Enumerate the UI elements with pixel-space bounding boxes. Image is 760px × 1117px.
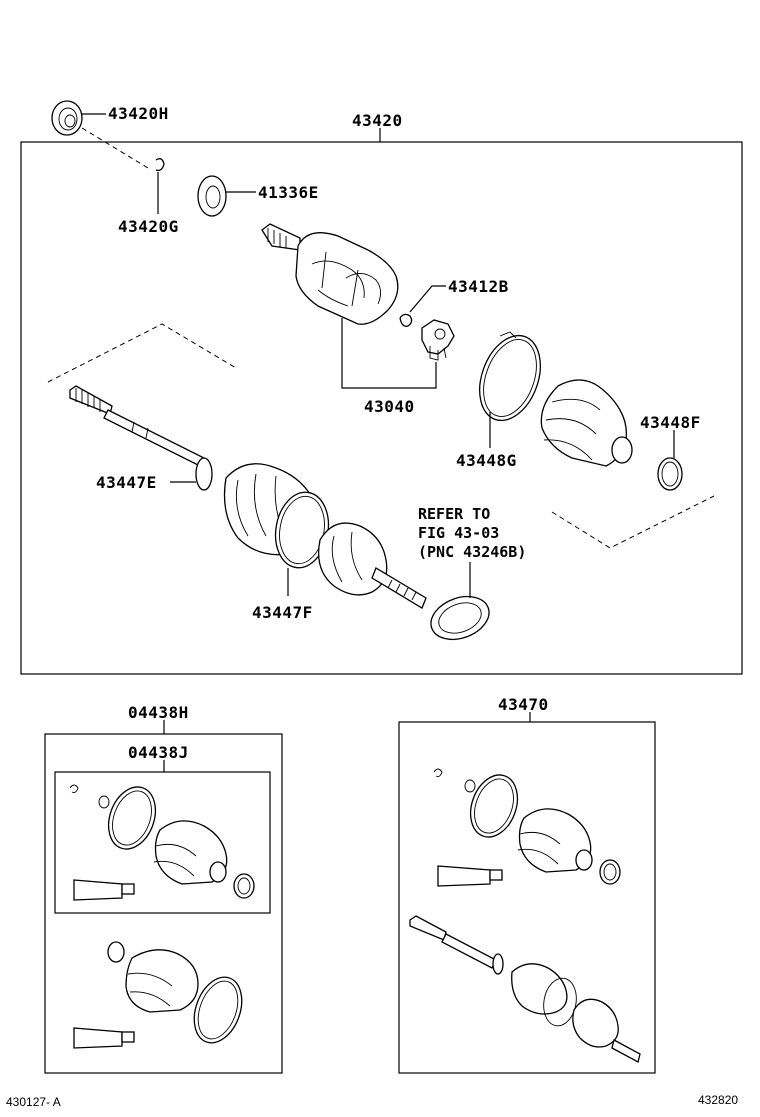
kit-43470-frame [398, 721, 656, 1074]
snap-ring-43420g[interactable] [155, 158, 165, 172]
label-43447e[interactable]: 43447E [96, 473, 157, 492]
boot-clamp-43448g[interactable] [469, 327, 552, 429]
kit-04438h-frame [44, 733, 283, 1074]
seal-43420h[interactable] [51, 100, 83, 136]
reference-seal-ring[interactable] [425, 589, 495, 647]
label-43412b[interactable]: 43412B [448, 277, 509, 296]
footer-left-code: 430127- A [6, 1095, 61, 1109]
reference-note-line2: FIG 43-03 [418, 524, 499, 542]
kit-43470-parts[interactable] [409, 768, 641, 1063]
kit-04438h-parts[interactable] [73, 941, 250, 1049]
footer-right-code: 432820 [698, 1093, 738, 1107]
label-04438h[interactable]: 04438H [128, 703, 189, 722]
label-04438j[interactable]: 04438J [128, 743, 189, 762]
reference-note-line1: REFER TO [418, 505, 490, 523]
label-43448g[interactable]: 43448G [456, 451, 517, 470]
main-assembly-frame [20, 141, 743, 675]
label-43447f[interactable]: 43447F [252, 603, 313, 622]
kit-04438j-frame [54, 771, 271, 914]
label-43420[interactable]: 43420 [352, 111, 403, 130]
label-43448f[interactable]: 43448F [640, 413, 701, 432]
washer-41336e[interactable] [197, 175, 227, 217]
label-43420g[interactable]: 43420G [118, 217, 179, 236]
label-43470[interactable]: 43470 [498, 695, 549, 714]
label-43040[interactable]: 43040 [364, 397, 415, 416]
tripod-joint[interactable] [421, 319, 455, 361]
drive-shaft[interactable] [69, 385, 209, 469]
reference-note-line3: (PNC 43246B) [418, 543, 526, 561]
inboard-boot[interactable] [540, 379, 633, 467]
snap-ring-43412b[interactable] [399, 313, 413, 327]
outboard-joint[interactable] [317, 522, 427, 609]
label-41336e[interactable]: 41336E [258, 183, 319, 202]
kit-04438j-parts[interactable] [69, 780, 255, 901]
inboard-joint-housing[interactable] [261, 223, 399, 325]
boot-clamp-43447e[interactable] [195, 457, 213, 491]
boot-clamp-43448f[interactable] [657, 457, 683, 491]
label-43420h[interactable]: 43420H [108, 104, 169, 123]
